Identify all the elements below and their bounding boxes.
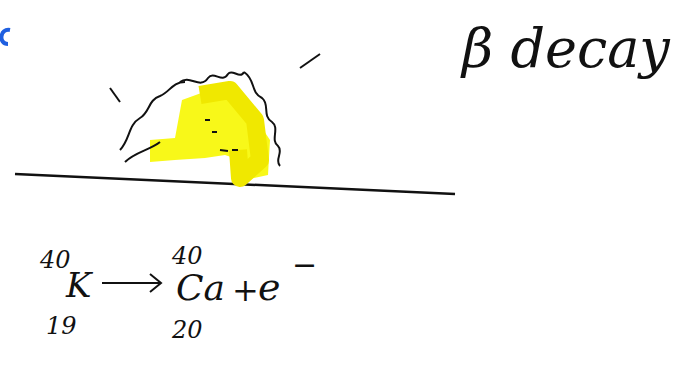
plus-sign: + (232, 274, 259, 306)
blue-mark (1, 30, 10, 44)
charge-sign: − (292, 250, 317, 280)
yellow-highlight (150, 88, 270, 180)
reaction-arrow (102, 274, 161, 292)
element-symbol: K (66, 268, 91, 302)
yellow-highlight (200, 90, 260, 178)
atomic-number: 20 (172, 318, 203, 342)
mass-number: 40 (40, 248, 71, 272)
mass-number: 40 (172, 244, 203, 268)
squiggles (110, 54, 320, 166)
element-symbol: Ca (176, 270, 225, 306)
electron-symbol: e (258, 268, 281, 306)
title-note: β decay (462, 22, 670, 76)
atomic-number: 19 (46, 314, 77, 338)
